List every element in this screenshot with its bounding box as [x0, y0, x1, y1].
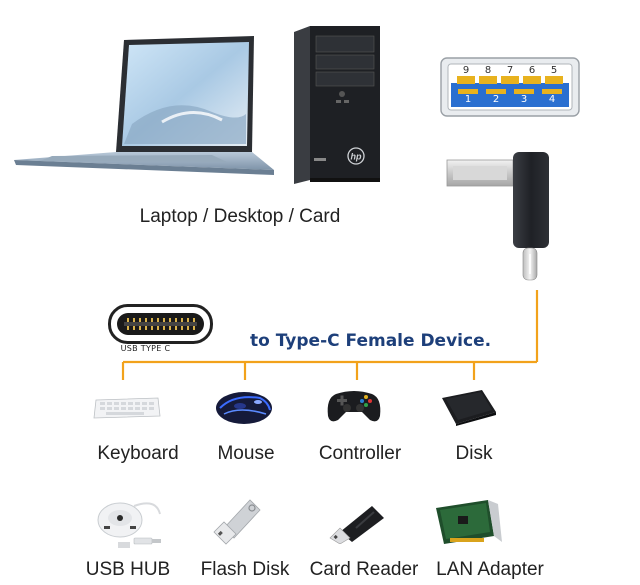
device-label-keyboard: Keyboard	[97, 443, 179, 464]
game-controller-icon	[326, 386, 382, 426]
pin-label: 5	[550, 65, 558, 76]
device-label-controller: Controller	[318, 443, 402, 464]
keyboard-icon	[92, 396, 162, 420]
device-label-flash-disk: Flash Disk	[200, 559, 290, 580]
device-label-lan-adapter: LAN Adapter	[436, 559, 544, 580]
disk-icon	[440, 388, 498, 426]
hp-logo: hp	[351, 152, 362, 162]
usb-type-c-port-icon	[108, 304, 213, 344]
lan-adapter-icon	[432, 498, 504, 550]
laptop-image	[12, 34, 277, 184]
pin-label: 8	[484, 65, 492, 76]
pin-label: 2	[492, 94, 500, 105]
device-label-mouse: Mouse	[217, 443, 275, 464]
device-label-usb-hub: USB HUB	[85, 559, 171, 580]
pin-label: 6	[528, 65, 536, 76]
source-caption: Laptop / Desktop / Card	[139, 206, 341, 227]
pin-label: 9	[462, 65, 470, 76]
device-label-disk: Disk	[455, 443, 493, 464]
card-reader-icon	[328, 498, 388, 544]
usb-a-port-diagram: 9 8 7 6 5 1 2 3 4	[440, 57, 580, 117]
target-caption: to Type-C Female Device.	[250, 331, 492, 351]
pin-label: 3	[520, 94, 528, 105]
device-label-card-reader: Card Reader	[309, 559, 419, 580]
usb-a-to-type-c-adapter-image	[445, 148, 560, 293]
mouse-icon	[210, 384, 274, 428]
usb-hub-icon	[94, 494, 164, 552]
pin-label: 1	[464, 94, 472, 105]
pin-label: 7	[506, 65, 514, 76]
usb-type-c-badge-label: USB TYPE C	[120, 344, 171, 353]
pin-label: 4	[548, 94, 556, 105]
flash-disk-icon	[210, 494, 268, 546]
desktop-tower-image: hp	[290, 24, 385, 186]
